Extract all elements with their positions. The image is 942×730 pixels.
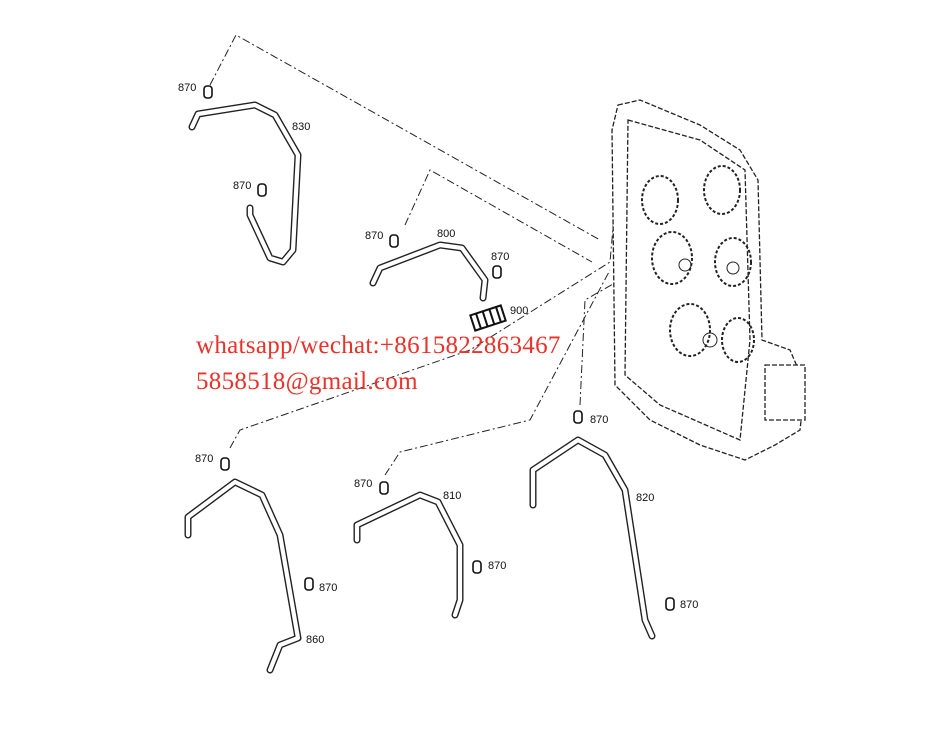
label-860: 860	[306, 634, 324, 646]
nut-870	[389, 234, 399, 248]
nut-870	[665, 597, 675, 611]
label-870: 870	[233, 180, 251, 192]
label-870: 870	[195, 453, 213, 465]
watermark-contact: whatsapp/wechat:+8615822863467	[196, 332, 561, 359]
label-870: 870	[491, 251, 509, 263]
pipe-820	[529, 436, 656, 640]
label-870: 870	[680, 599, 698, 611]
label-870: 870	[319, 582, 337, 594]
nut-870	[573, 410, 583, 424]
filter-900	[469, 304, 507, 332]
nut-870	[304, 577, 314, 591]
label-830: 830	[292, 121, 310, 133]
label-810: 810	[443, 490, 461, 502]
label-870: 870	[365, 230, 383, 242]
label-820: 820	[636, 492, 654, 504]
gearbox-housing	[611, 99, 806, 461]
nut-870	[379, 481, 389, 495]
nuts-870	[203, 85, 675, 611]
nut-870	[203, 85, 213, 99]
nut-870	[472, 560, 482, 574]
pipe-860	[184, 478, 302, 674]
nut-870	[220, 457, 230, 471]
pipe-810	[353, 491, 464, 619]
part-labels: 870 830 870 870 800 870 900 870 870 870 …	[178, 82, 698, 646]
leader-lines	[209, 34, 621, 476]
label-870: 870	[354, 478, 372, 490]
watermark-email: 5858518@gmail.com	[196, 368, 418, 395]
pipe-830	[188, 101, 302, 266]
label-800: 800	[437, 228, 455, 240]
nut-870	[257, 183, 267, 197]
nut-870	[492, 265, 502, 279]
label-870: 870	[590, 414, 608, 426]
label-870: 870	[178, 82, 196, 94]
label-900: 900	[510, 305, 528, 317]
pipe-800	[369, 241, 489, 302]
label-870: 870	[488, 560, 506, 572]
